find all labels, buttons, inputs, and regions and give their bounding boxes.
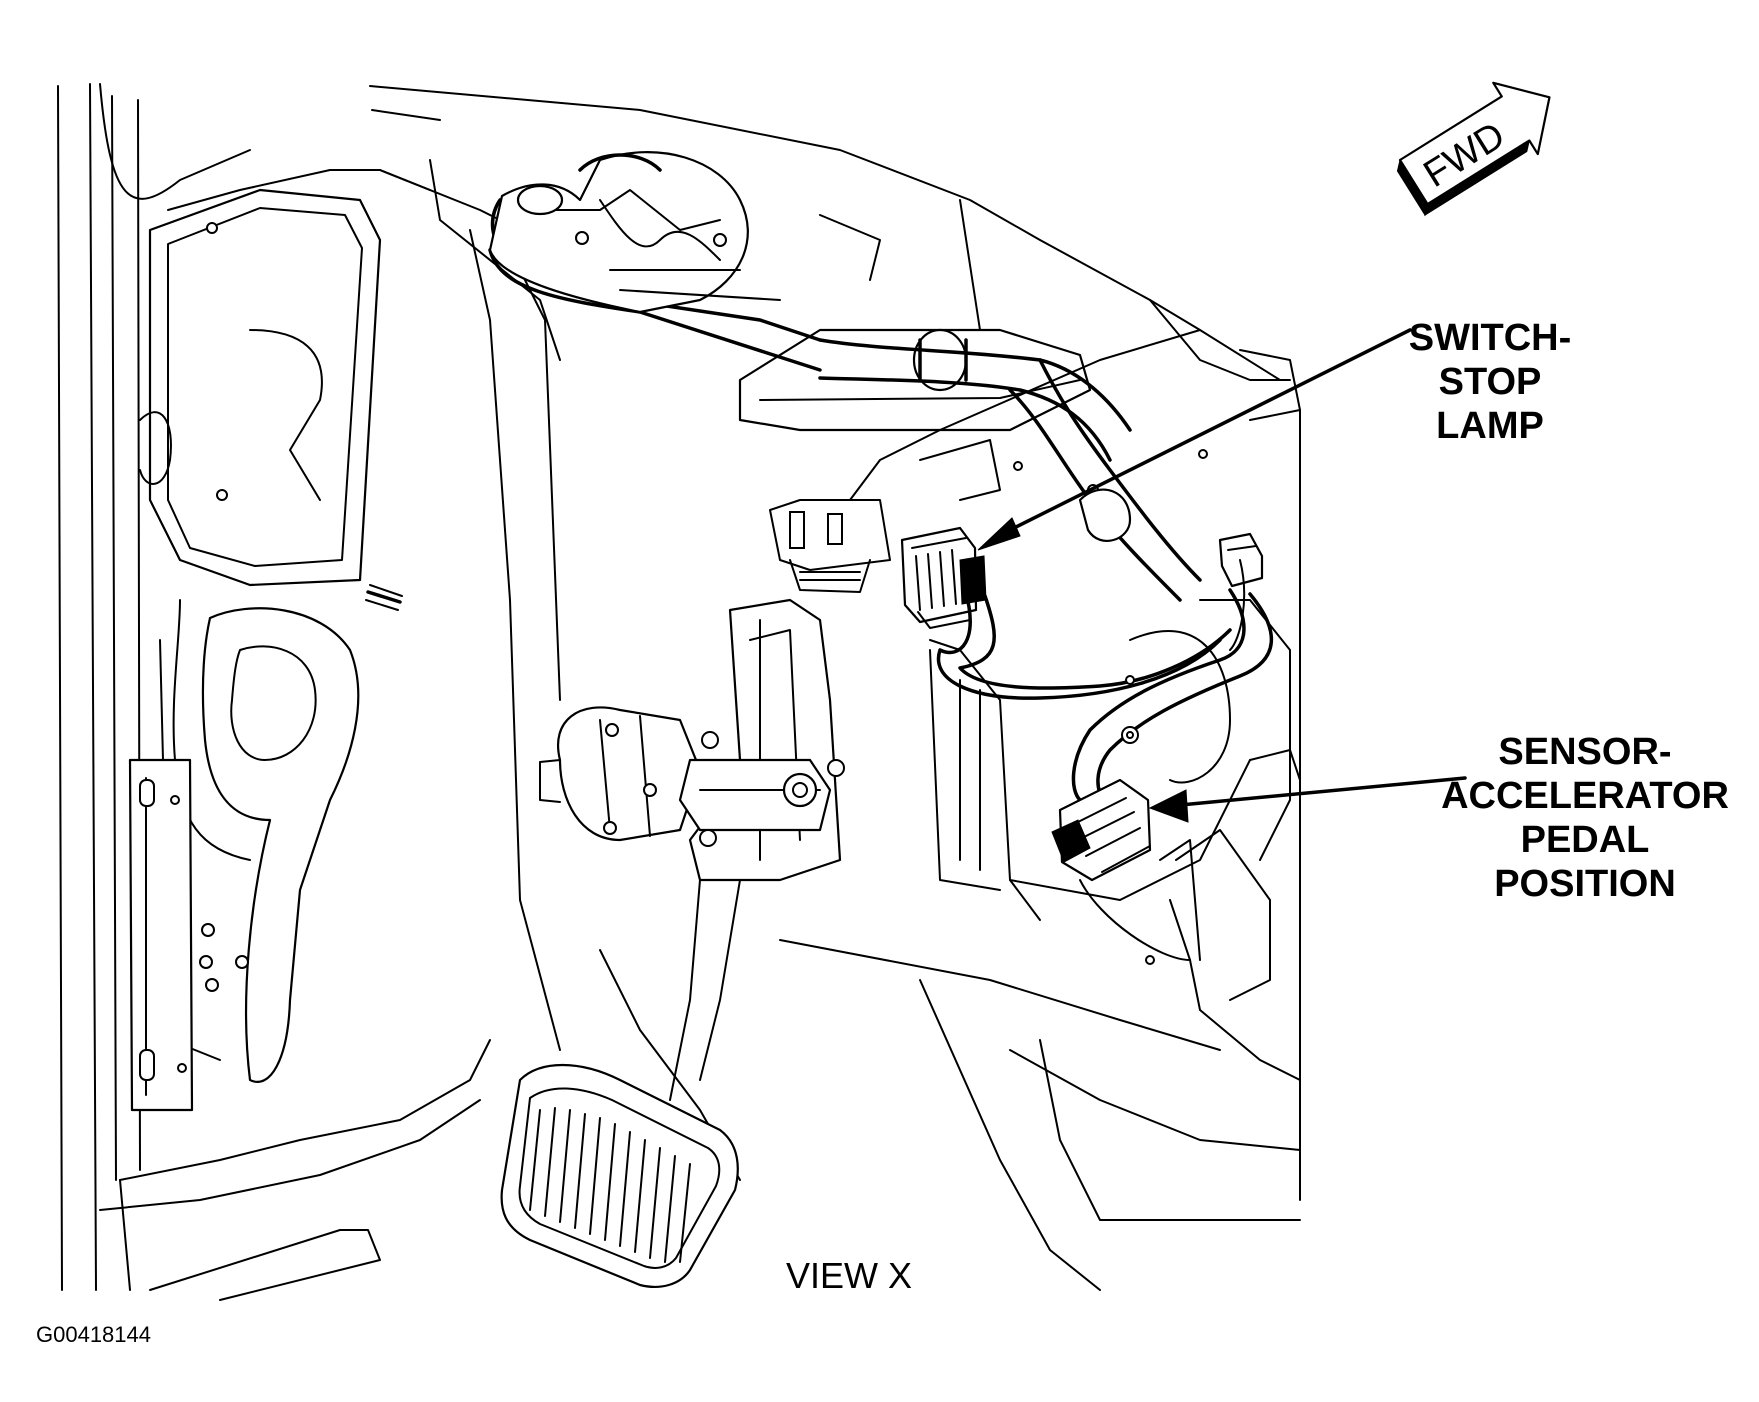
sensor-line-2: ACCELERATOR — [1441, 775, 1729, 817]
pedal-bracket — [539, 598, 845, 1101]
upper-wire-harness — [488, 151, 1202, 602]
switch-line-3: LAMP — [1436, 405, 1544, 447]
sensor-line-1: SENSOR- — [1498, 731, 1672, 773]
stop-lamp-switch — [900, 488, 1232, 700]
switch-line-2: STOP — [1438, 361, 1542, 403]
accelerator-sensor-connector — [1051, 778, 1152, 882]
view-label: VIEW X — [786, 1255, 913, 1296]
figure-id: G00418144 — [36, 1322, 151, 1347]
switch-stop-lamp-label: SWITCH- STOP LAMP — [1400, 316, 1580, 448]
switch-line-1: SWITCH- — [1408, 317, 1572, 359]
sensor-accelerator-label: SENSOR- ACCELERATOR PEDAL POSITION — [1420, 730, 1750, 906]
sensor-harness — [1071, 532, 1274, 802]
sensor-line-3: PEDAL — [1520, 819, 1650, 861]
forward-arrow-icon: FWD — [1396, 81, 1551, 217]
leader-arrows — [977, 328, 1467, 823]
brake-pedal — [500, 1064, 739, 1288]
sensor-line-4: POSITION — [1494, 863, 1676, 905]
kick-panel — [57, 83, 491, 1301]
lower-dash — [599, 329, 1301, 1291]
